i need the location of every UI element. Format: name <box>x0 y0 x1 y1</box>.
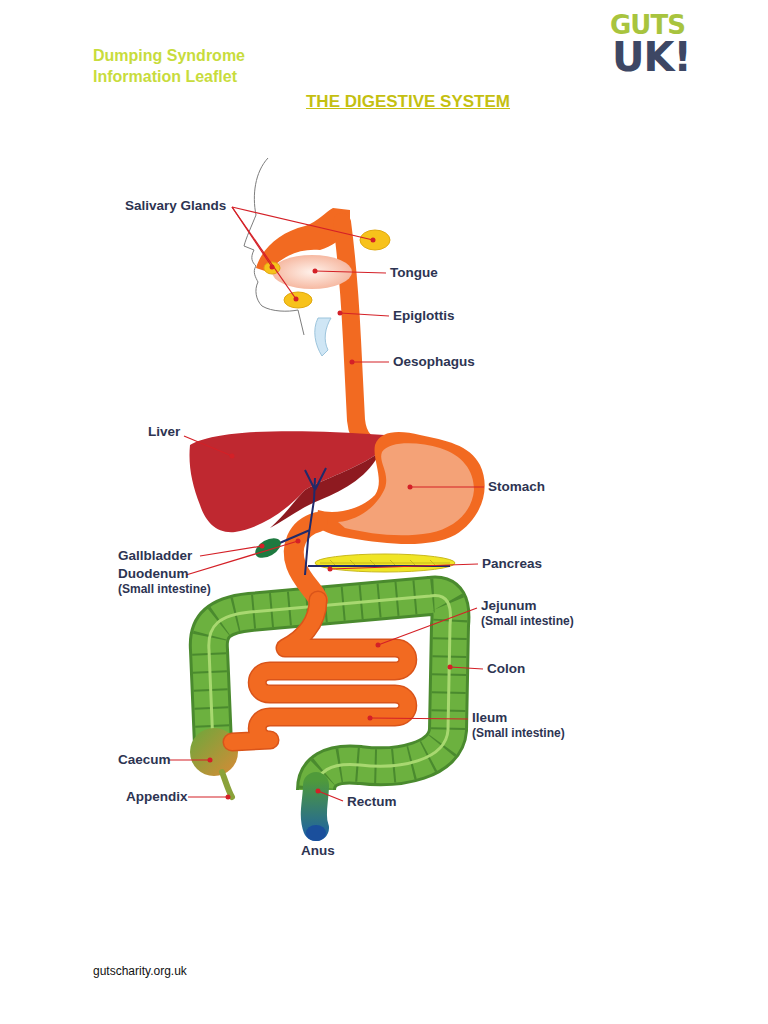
part-label: Ileum <box>472 710 507 726</box>
leader-dot <box>260 544 265 549</box>
leaflet-header: Dumping Syndrome Information Leaflet <box>93 45 278 87</box>
leader-dot <box>338 311 343 316</box>
colon-edge <box>209 596 451 790</box>
colon-tube <box>209 596 451 790</box>
colon-haustra <box>209 596 451 790</box>
leader-line <box>188 796 228 797</box>
leader-line <box>352 361 389 362</box>
small-intestine-tube <box>232 600 408 742</box>
anus-shape <box>306 825 326 841</box>
leader-dot <box>408 485 413 490</box>
leader-dot <box>316 789 321 794</box>
leader-line <box>186 541 298 575</box>
part-label: Rectum <box>347 794 397 810</box>
part-label: Caecum <box>118 752 171 768</box>
part-label: Jejunum <box>481 598 537 614</box>
part-note: (Small intestine) <box>118 582 211 596</box>
part-label: Gallbladder <box>118 548 192 564</box>
leader-line <box>330 564 478 569</box>
leader-dot <box>230 454 235 459</box>
oesophagus-tube <box>342 222 385 446</box>
leader-dot <box>313 269 318 274</box>
leader-dot <box>376 643 381 648</box>
part-label: Appendix <box>126 789 188 805</box>
leader-lines <box>169 207 484 801</box>
epiglottis-shape <box>315 318 331 356</box>
leader-line <box>232 207 373 240</box>
leader-line <box>169 759 210 760</box>
gallbladder-shape <box>252 534 284 562</box>
leader-line <box>315 271 386 273</box>
part-label: Anus <box>301 843 335 859</box>
part-label: Salivary Glands <box>125 198 226 214</box>
leader-line <box>232 207 296 299</box>
bile-duct <box>275 468 450 575</box>
appendix-shape <box>222 772 232 797</box>
part-note: (Small intestine) <box>481 614 574 628</box>
leader-dot <box>448 665 453 670</box>
leader-line <box>410 486 484 487</box>
stomach-shape <box>315 432 485 544</box>
leader-line <box>370 718 468 719</box>
leader-line <box>340 313 389 316</box>
logo-text: UK! <box>612 34 691 80</box>
intestine-edge <box>232 600 408 742</box>
part-label: Epiglottis <box>393 308 455 324</box>
leader-dot <box>294 297 299 302</box>
page-title: THE DIGESTIVE SYSTEM <box>258 92 558 112</box>
leader-dot <box>328 567 333 572</box>
stomach-inner <box>338 443 474 535</box>
leader-line <box>450 667 483 669</box>
part-label: Tongue <box>390 265 438 281</box>
leader-dot <box>371 238 376 243</box>
footer-url: gutscharity.org.uk <box>93 964 187 978</box>
leader-line <box>184 436 232 456</box>
colon-band <box>209 596 451 790</box>
leader-line <box>378 608 477 645</box>
part-label: Colon <box>487 661 525 677</box>
part-label: Liver <box>148 424 180 440</box>
salivary-gland <box>360 230 390 250</box>
part-label: Duodenum <box>118 566 189 582</box>
salivary-gland <box>284 292 312 308</box>
part-note: (Small intestine) <box>472 726 565 740</box>
part-label: Pancreas <box>482 556 542 572</box>
leader-dot <box>350 360 355 365</box>
leader-dot <box>208 758 213 763</box>
leader-line <box>318 791 343 801</box>
leader-dot <box>368 716 373 721</box>
leader-dot <box>270 265 275 270</box>
leader-dot <box>226 795 231 800</box>
part-label: Stomach <box>488 479 545 495</box>
leader-dot <box>296 539 301 544</box>
part-label: Oesophagus <box>393 354 475 370</box>
